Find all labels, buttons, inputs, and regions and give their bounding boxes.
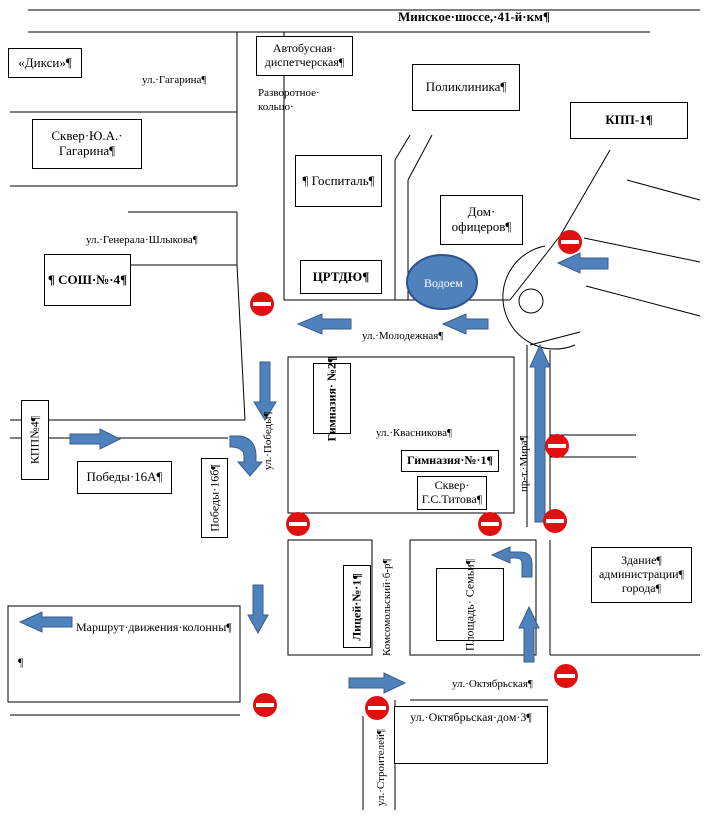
reservoir-label: Водоем: [424, 276, 463, 290]
street-kvasnikova: ул.·Квасникова¶: [376, 427, 453, 439]
oktyabrskaya-3-building: ул.·Октябрьская·дом·3¶: [394, 706, 548, 764]
column-route-label: Маршрут·движения·колонны¶: [76, 620, 232, 634]
highway-title: Минское·шоссе,·41-й·км¶: [398, 9, 550, 24]
roundabout-outer: [502, 245, 576, 350]
no-entry-sign-icon: [365, 696, 389, 720]
road-lines: [10, 9, 701, 810]
street-stroiteley: ул.·Строителей¶: [375, 729, 387, 806]
kpp4-checkpoint: КПП№4¶: [21, 400, 49, 480]
arrow-left: [296, 313, 352, 335]
no-entry-sign-icon: [286, 512, 310, 536]
pobedy-16b-label: Победы·16б¶: [207, 464, 221, 532]
arrow-down: [253, 361, 277, 421]
arrow-right: [348, 672, 407, 694]
street-mira: пр-т.·Мира¶: [518, 435, 530, 492]
no-entry-sign-icon: [558, 230, 582, 254]
dixi-store: «Дикси»¶: [8, 48, 82, 78]
crtdyu-building: ЦРТДЮ¶: [300, 260, 382, 294]
arrow-right: [69, 428, 122, 450]
street-komsomolsky: Комсомольский·б-р¶: [381, 558, 393, 656]
no-entry-sign-icon: [250, 292, 274, 316]
arrow-curve-down: [229, 435, 264, 477]
family-square: Площадь· Семьи¶: [436, 558, 504, 651]
street-molodezhnaya: ул.·Молодежная¶: [362, 330, 444, 342]
school-4: ¶ СОШ·№·4¶: [44, 254, 131, 306]
no-entry-sign-icon: [478, 512, 502, 536]
empty-paragraph: ¶: [18, 655, 24, 669]
street-pobedy: ул.·Победы¶: [262, 411, 274, 470]
pobedy-16a-building: Победы·16А¶: [77, 461, 172, 494]
gymnasium-2: Гимназия· №2¶: [313, 356, 351, 441]
roundabout-center: [518, 288, 544, 314]
arrow-up: [529, 343, 551, 523]
street-gagarina: ул.·Гагарина¶: [142, 74, 207, 86]
bus-dispatch-building: Автобусная· диспетчерская¶: [256, 36, 353, 76]
arrow-down: [247, 584, 269, 635]
gymnasium-1: Гимназия·№·1¶: [401, 450, 499, 472]
no-entry-signs: [250, 230, 582, 720]
no-entry-sign-icon: [545, 434, 569, 458]
traffic-arrows: [18, 252, 609, 694]
arrow-left: [441, 313, 489, 335]
lyceum-1: Лицей·№·1¶: [343, 565, 371, 648]
pobedy-16b-building: Победы·16б¶: [201, 458, 228, 538]
titov-square: Сквер· Г.С.Титова¶: [417, 476, 487, 510]
arrow-left: [556, 252, 609, 274]
block-outlines: [7, 356, 537, 703]
hospital-building: ¶ Госпиталь¶: [295, 155, 382, 207]
street-shlykova: ул.·Генерала·Шлыкова¶: [86, 234, 198, 246]
no-entry-sign-icon: [554, 664, 578, 688]
arrow-up: [518, 605, 540, 663]
kpp4-label: КПП№4¶: [27, 415, 42, 465]
street-oktyabrskaya: ул.·Октябрьская¶: [452, 678, 533, 690]
family-square-label: Площадь· Семьи¶: [462, 558, 477, 651]
kpp1-checkpoint: КПП-1¶: [570, 102, 688, 139]
arrow-left: [18, 611, 73, 633]
no-entry-sign-icon: [543, 509, 567, 533]
turning-ring-label: Разворотное· кольцо·: [258, 87, 320, 114]
reservoir-shape: [406, 254, 478, 310]
no-entry-sign-icon: [253, 693, 277, 717]
clinic-building: Поликлиника¶: [412, 64, 520, 111]
admin-building: Здание¶ администрации¶ города¶: [591, 547, 692, 603]
officers-house: Дом· офицеров¶: [440, 195, 523, 245]
gagarin-square: Сквер·Ю.А.· Гагарина¶: [32, 119, 142, 169]
lyceum-1-label: Лицей·№·1¶: [349, 572, 364, 641]
arrow-curve-left: [490, 546, 533, 578]
gymnasium-2-label: Гимназия· №2¶: [324, 356, 339, 441]
